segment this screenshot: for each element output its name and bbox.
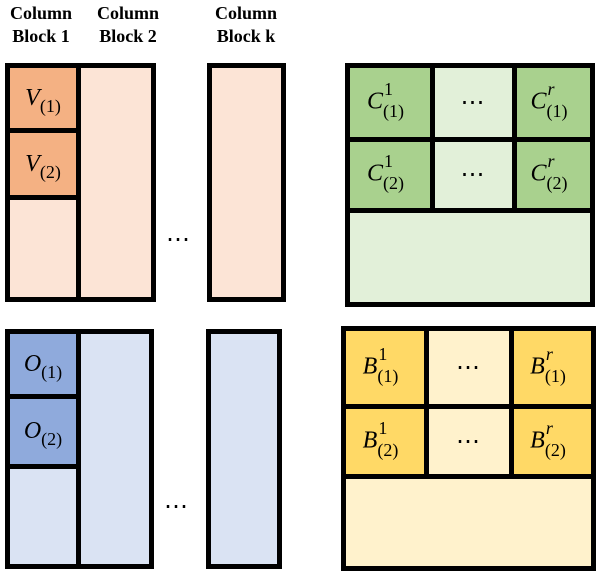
header-2-line2: Block 2 (99, 26, 157, 46)
c1r-symbol: C (530, 88, 547, 115)
o-ellipsis: ⋯ (164, 494, 190, 520)
c11-symbol: C (366, 88, 383, 115)
o1-symbol: O (23, 350, 42, 377)
o-column-block-k (206, 329, 282, 569)
b11-symbol: B (362, 353, 378, 380)
b1r-superscript: r (545, 343, 553, 364)
b11-subscript: (1) (377, 365, 399, 386)
c2r-symbol: C (530, 160, 547, 187)
b11-superscript: 1 (378, 343, 388, 364)
b2r-subscript: (2) (544, 439, 566, 460)
v-column-block-k (207, 63, 286, 302)
header-1-line1: Column (9, 3, 72, 23)
header-1-line2: Block 1 (12, 26, 70, 46)
v2-symbol: V (25, 150, 40, 177)
b21-superscript: 1 (378, 417, 388, 438)
o1-cell: O(1) (5, 329, 81, 399)
b-2-mid-cell: ⋯ (424, 404, 514, 479)
c21-subscript: (2) (383, 173, 404, 193)
c-2-mid-cell: ⋯ (430, 137, 517, 213)
v1-subscript: (1) (39, 95, 61, 116)
v-column-block-2 (76, 63, 156, 302)
header-column-block-1: Column Block 1 (2, 2, 80, 48)
b21-subscript: (2) (377, 439, 399, 460)
header-column-block-k: Column Block k (206, 2, 286, 48)
c2r-subscript: (2) (546, 173, 568, 193)
b1r-subscript: (1) (544, 365, 566, 386)
c2r-superscript: r (547, 151, 555, 171)
b2r-superscript: r (545, 417, 553, 438)
b-row1-ellipsis: ⋯ (456, 354, 482, 381)
o2-symbol: O (23, 418, 42, 444)
o1-subscript: (1) (41, 361, 63, 382)
b-1-mid-cell: ⋯ (424, 326, 514, 409)
v-ellipsis: ⋯ (166, 227, 192, 253)
header-column-block-2: Column Block 2 (86, 2, 170, 48)
o2-subscript: (2) (41, 429, 63, 449)
header-k-line2: Block k (216, 26, 276, 46)
c11-subscript: (1) (383, 100, 404, 121)
b1r-symbol: B (530, 353, 545, 380)
o-column-block-2 (76, 329, 154, 569)
c1r-subscript: (1) (546, 100, 568, 121)
c-row1-ellipsis: ⋯ (460, 89, 487, 116)
b-row2-ellipsis: ⋯ (456, 428, 482, 455)
v2-cell: V(2) (5, 128, 81, 200)
c-row2-ellipsis: ⋯ (460, 162, 487, 188)
c21-superscript: 1 (384, 151, 393, 171)
v1-cell: V(1) (5, 63, 81, 133)
b21-symbol: B (362, 427, 378, 454)
header-k-line1: Column (214, 3, 277, 23)
c21-symbol: C (366, 160, 383, 187)
c1r-superscript: r (547, 78, 555, 99)
v1-symbol: V (25, 84, 40, 111)
header-2-line1: Column (96, 3, 159, 23)
c11-superscript: 1 (384, 78, 393, 99)
o2-cell: O(2) (5, 394, 81, 469)
v2-subscript: (2) (39, 161, 61, 182)
c-1-mid-cell: ⋯ (430, 63, 517, 142)
b2r-symbol: B (530, 427, 545, 454)
